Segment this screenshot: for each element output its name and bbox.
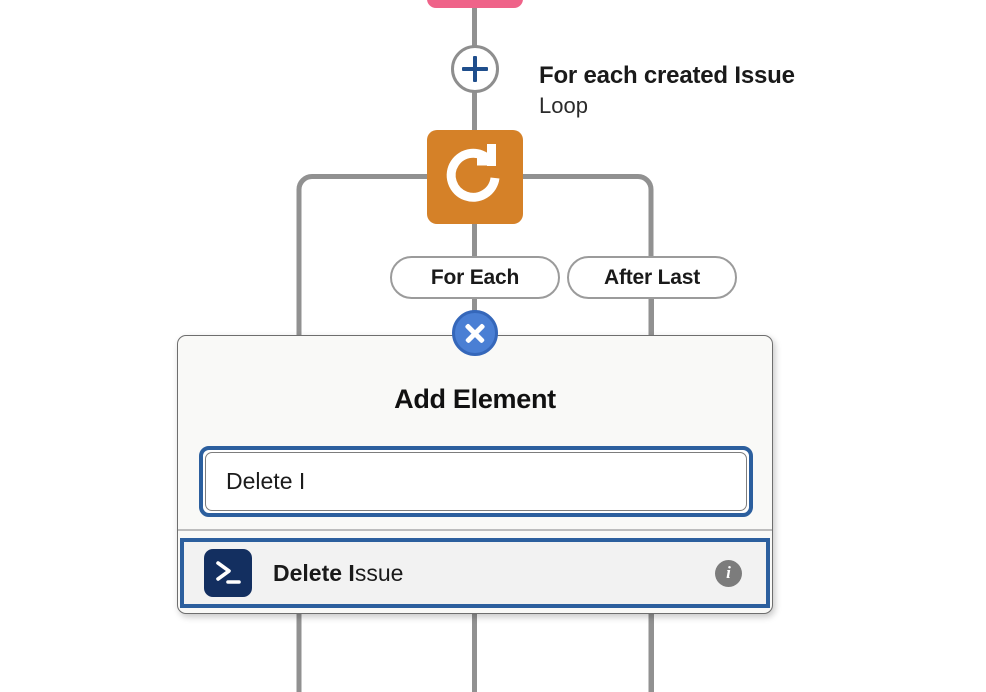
branch-pill-for-each-label: For Each <box>430 265 520 289</box>
loop-node[interactable] <box>427 130 523 224</box>
terminal-prompt-icon <box>204 549 252 597</box>
step-title: For each created Issue <box>539 62 795 89</box>
plus-icon-vertical <box>473 56 477 82</box>
results-separator <box>178 529 772 531</box>
search-input[interactable] <box>205 452 747 511</box>
loop-refresh-icon <box>446 144 500 202</box>
result-item-delete-issue[interactable]: Delete Issue i <box>180 538 770 608</box>
result-item-label: Delete Issue <box>273 560 403 587</box>
step-label-group: For each created Issue Loop <box>539 61 795 121</box>
info-icon[interactable]: i <box>715 559 742 587</box>
branch-pill-after-last[interactable]: After Last <box>567 256 737 299</box>
step-subtitle: Loop <box>539 93 588 118</box>
close-dialog-button[interactable] <box>452 310 498 356</box>
branch-pill-after-last-label: After Last <box>603 265 701 289</box>
add-step-button[interactable] <box>451 45 499 93</box>
add-element-dialog: Add Element Delete Issue i <box>177 335 773 614</box>
branch-pill-for-each[interactable]: For Each <box>390 256 560 299</box>
dialog-title: Add Element <box>394 384 556 414</box>
result-label-rest: ssue <box>354 559 404 586</box>
search-field-wrapper <box>199 446 753 517</box>
result-label-matched: Delete I <box>273 559 355 586</box>
trigger-node[interactable] <box>427 0 523 8</box>
